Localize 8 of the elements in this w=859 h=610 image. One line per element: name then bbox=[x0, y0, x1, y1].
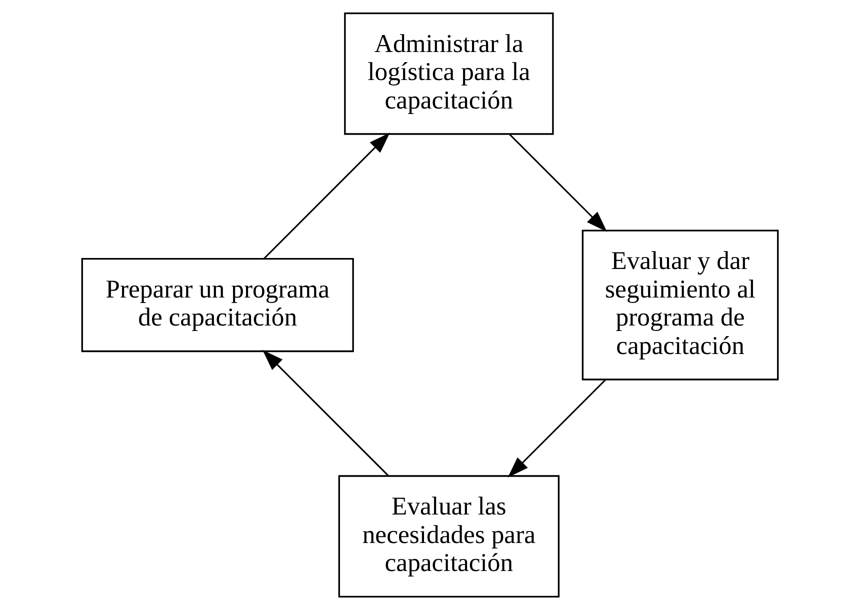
node-box: Evaluar las necesidades para capacitación bbox=[338, 475, 560, 598]
node-box: Evaluar y dar seguimiento al programa de capacitación bbox=[581, 230, 778, 380]
arrow bbox=[262, 132, 390, 260]
arrow bbox=[508, 134, 607, 232]
node-box: Preparar un programa de capacitación bbox=[80, 258, 354, 352]
arrow bbox=[262, 350, 388, 476]
node-box: Administrar la logística para la capacitación bbox=[344, 12, 554, 135]
arrow bbox=[507, 380, 606, 478]
